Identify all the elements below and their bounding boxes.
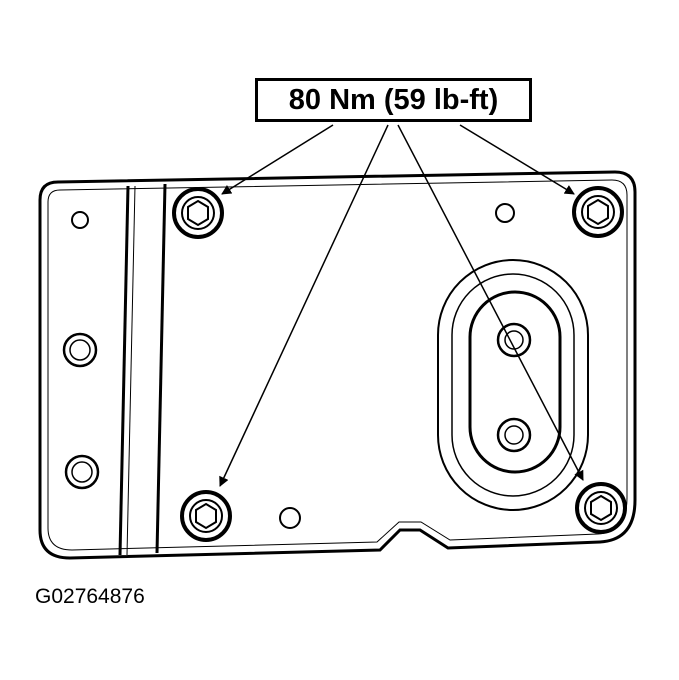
flange-hole-middle-inner (69, 339, 91, 361)
plate-hole-lower-center (279, 507, 301, 529)
flange-hole-bottom (64, 454, 100, 490)
leader-arrow-bottom-right (397, 124, 584, 481)
leader-arrow-bottom-left (219, 124, 389, 487)
boss-inner-slot (468, 290, 562, 474)
bolt-bottom-left (180, 490, 232, 542)
flange-line-inner (126, 185, 136, 556)
flange-hole-bottom-inner (71, 461, 93, 483)
plate-outline (38, 170, 637, 560)
stud-upper (496, 322, 532, 358)
flange-line-right (155, 183, 167, 554)
plate-inner-edge (47, 179, 628, 551)
leader-arrow-top-left (221, 124, 334, 195)
stud-lower (496, 417, 532, 453)
bolt-bottom-right (575, 482, 627, 534)
flange-line-left (118, 185, 130, 556)
boss-middle (451, 273, 575, 497)
boss-outer (437, 259, 589, 511)
flange-hole-middle (62, 332, 98, 368)
torque-callout-box: 80 Nm (59 lb-ft) (255, 78, 532, 122)
bolt-top-right (572, 186, 624, 238)
flange-hole-top (71, 211, 89, 229)
bolt-top-left (172, 187, 224, 239)
torque-label: 80 Nm (59 lb-ft) (288, 83, 499, 116)
figure-id: G02764876 (35, 585, 145, 608)
plate-hole-upper-right (495, 203, 515, 223)
leader-arrow-top-right (459, 124, 575, 195)
